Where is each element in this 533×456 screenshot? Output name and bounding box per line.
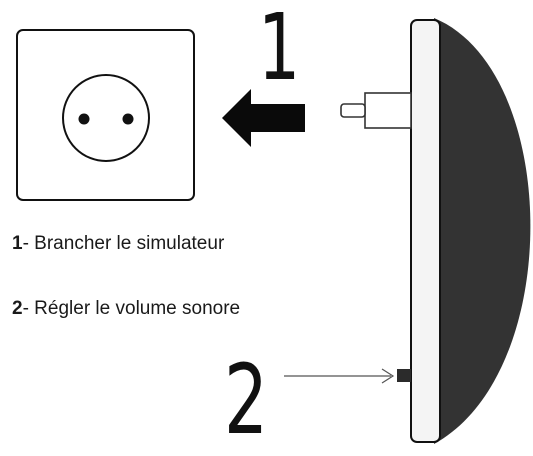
volume-button-icon xyxy=(397,369,411,382)
plug-icon xyxy=(340,92,412,129)
instruction-diagram: 1 2 1- Brancher le simulateur 2- Régler … xyxy=(12,0,531,456)
step-1-instruction: 1- Brancher le simulateur xyxy=(12,233,224,255)
wall-socket-icon xyxy=(16,29,195,201)
step-2-number: 2 xyxy=(12,298,23,319)
step-1-text: - Brancher le simulateur xyxy=(22,233,225,254)
simulator-device-icon xyxy=(410,18,531,444)
socket-hole-right xyxy=(122,113,134,125)
step-marker-2: 2 xyxy=(224,344,268,456)
left-arrow-icon xyxy=(222,89,305,147)
socket-hole-left xyxy=(78,113,90,125)
diagram-drawing xyxy=(16,18,531,444)
step-2-text: - Régler le volume sonore xyxy=(22,298,241,319)
step-2-instruction: 2- Régler le volume sonore xyxy=(12,298,240,320)
step-1-number: 1 xyxy=(12,233,23,254)
pointer-arrow-icon xyxy=(284,368,395,384)
step-marker-1: 1 xyxy=(258,0,301,101)
